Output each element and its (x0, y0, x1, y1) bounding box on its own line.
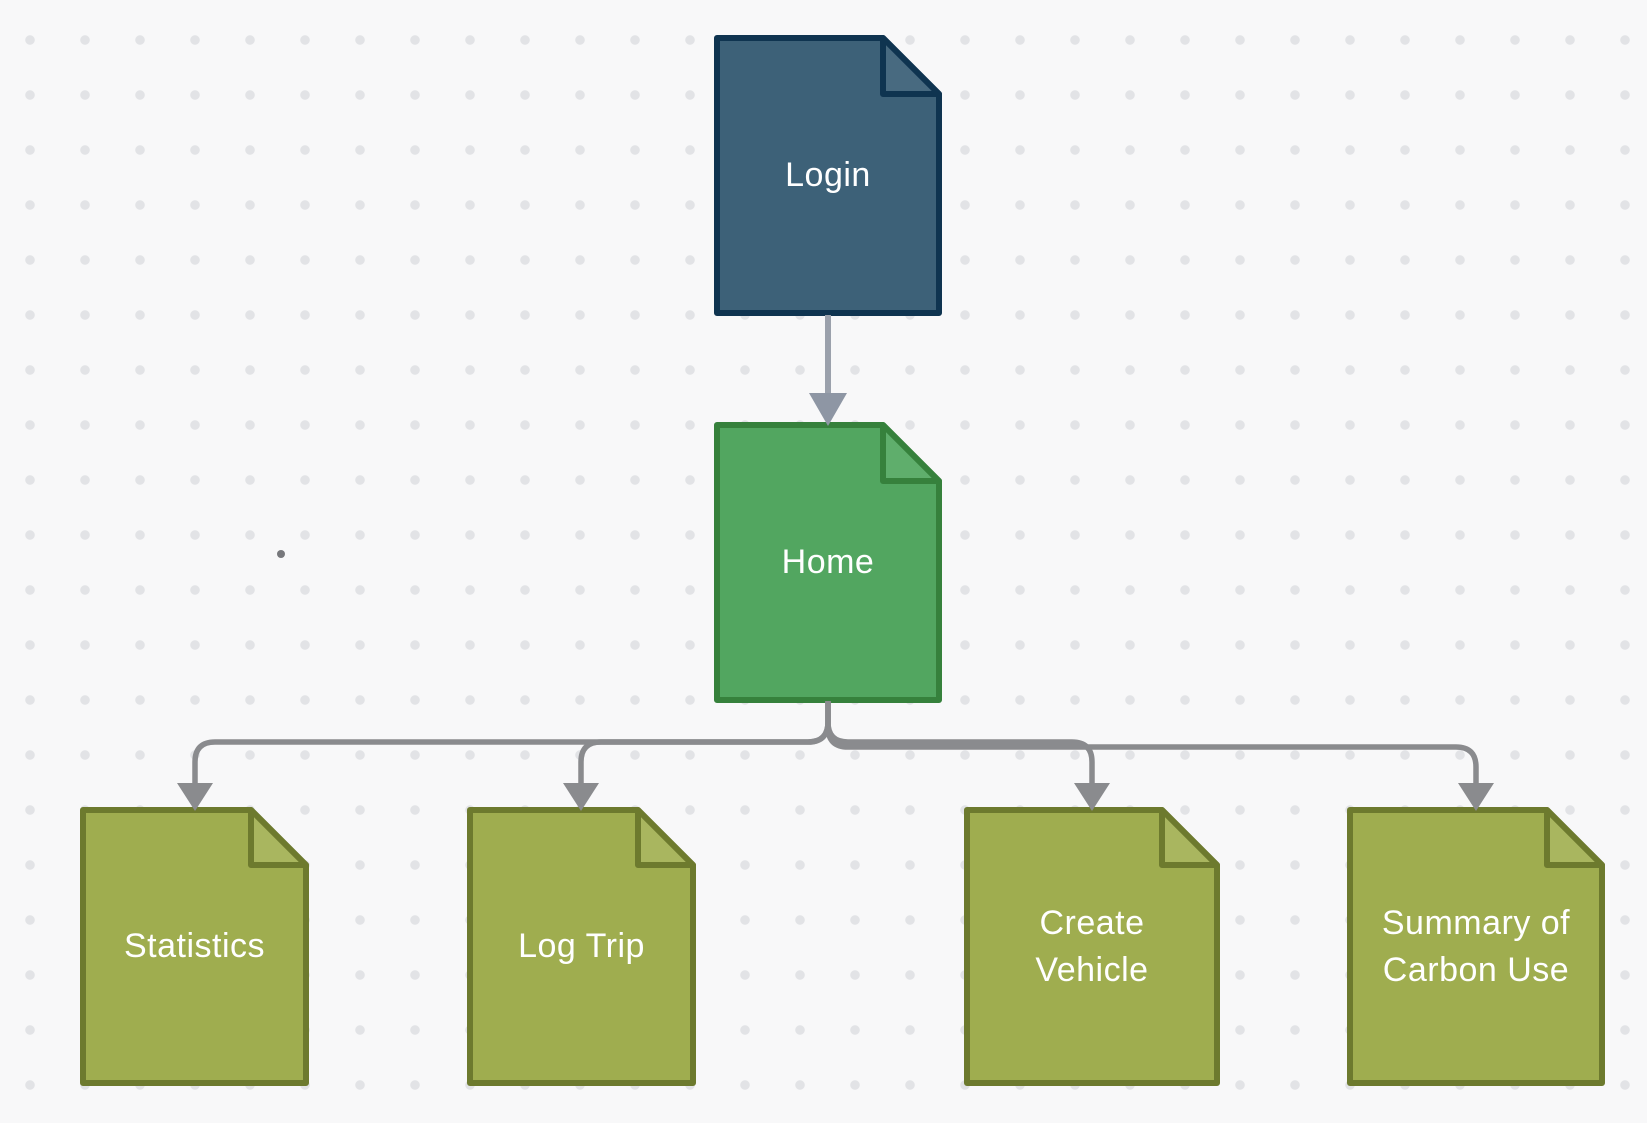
summary-document-shape[interactable] (1347, 807, 1605, 1086)
log-trip-fold-corner (635, 807, 696, 868)
edge-home-create-vehicle[interactable] (825, 701, 1110, 811)
statistics-fold-corner (248, 807, 309, 868)
summary-fold-corner (1544, 807, 1605, 868)
edge-home-statistics[interactable] (177, 701, 831, 811)
edge-home-log-trip-line[interactable] (578, 701, 831, 784)
node-log-trip[interactable] (467, 807, 696, 1086)
create-vehicle-document-shape[interactable] (964, 807, 1220, 1086)
create-vehicle-fold-corner (1159, 807, 1220, 868)
edge-login-home-arrowhead-icon (809, 393, 847, 426)
stray-dot (277, 550, 285, 558)
statistics-document-shape[interactable] (80, 807, 309, 1086)
edge-home-create-vehicle-line[interactable] (825, 701, 1095, 784)
node-summary[interactable] (1347, 807, 1605, 1086)
edge-home-log-trip[interactable] (563, 701, 831, 811)
node-create-vehicle[interactable] (964, 807, 1220, 1086)
edge-login-home[interactable] (809, 315, 847, 426)
node-login[interactable] (714, 35, 942, 316)
login-fold-corner (880, 35, 942, 97)
edge-home-summary-arrowhead-icon (1458, 783, 1494, 811)
log-trip-document-shape[interactable] (467, 807, 696, 1086)
login-document-shape[interactable] (714, 35, 942, 316)
edge-home-statistics-arrowhead-icon (177, 783, 213, 811)
home-document-shape[interactable] (714, 422, 942, 703)
home-fold-corner (880, 422, 942, 484)
node-statistics[interactable] (80, 807, 309, 1086)
edge-home-summary[interactable] (825, 701, 1494, 811)
edge-home-log-trip-arrowhead-icon (563, 783, 599, 811)
edge-home-summary-line[interactable] (825, 701, 1479, 784)
edge-home-create-vehicle-arrowhead-icon (1074, 783, 1110, 811)
node-home[interactable] (714, 422, 942, 703)
